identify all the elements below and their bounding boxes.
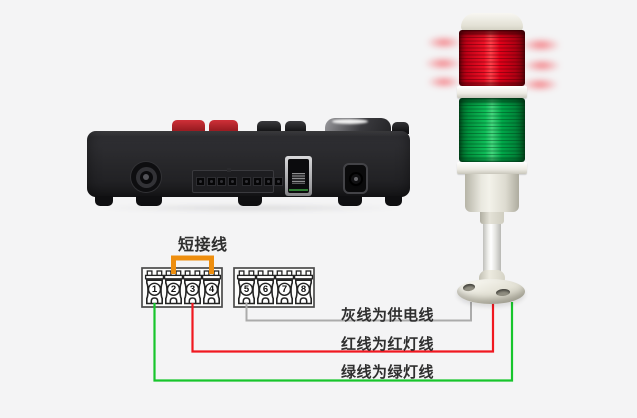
dc-jack-center-pin (353, 176, 358, 181)
terminal-number: 3 (190, 284, 195, 295)
silver-dial (325, 118, 391, 134)
rubber-foot (95, 196, 113, 206)
socket-notch (227, 168, 231, 172)
tower-top-cap (461, 13, 523, 31)
mounting-pole (483, 224, 501, 272)
black-knob (285, 121, 306, 134)
jack-center-pin (143, 174, 149, 180)
terminal-4 (201, 270, 222, 305)
terminal-3 (182, 270, 203, 305)
terminal-block-1: 1 2 3 4 (141, 267, 223, 308)
green-light-segment (459, 98, 525, 162)
terminal-number: 4 (209, 284, 215, 295)
terminal-block-frame (233, 267, 315, 308)
red-glow (523, 59, 561, 72)
terminal-number: 6 (263, 284, 268, 295)
separator-ring (457, 86, 527, 98)
device-rear-panel (87, 131, 410, 197)
red-glow (424, 57, 462, 70)
terminal-number: 7 (282, 284, 287, 295)
terminal-number: 8 (301, 284, 306, 295)
terminal-6 (255, 270, 276, 305)
red-glow (427, 76, 461, 88)
socket-pin (263, 177, 273, 186)
terminal-socket-port (192, 168, 284, 193)
device-shadow (95, 204, 405, 212)
socket-pin (242, 177, 252, 186)
socket-pin (227, 177, 237, 186)
rubber-foot (338, 196, 362, 206)
terminal-number: 2 (171, 284, 176, 295)
gray-wire-label: 灰线为供电线 (341, 307, 435, 324)
audio-jack-port (131, 162, 161, 192)
controller-device (87, 118, 410, 212)
black-knob (257, 121, 281, 134)
dial-highlight (332, 119, 368, 124)
tower-neck (480, 212, 504, 224)
socket-pin (196, 177, 205, 186)
red-glow (521, 78, 559, 91)
red-knob (172, 120, 205, 134)
terminal-block-frame (141, 267, 223, 308)
rj11-pcb-edge (289, 189, 308, 191)
socket-pin (206, 177, 216, 186)
red-glow (426, 36, 462, 49)
terminal-1 (144, 270, 165, 305)
red-wire-label: 红线为红灯线 (341, 336, 435, 353)
terminal-8 (293, 270, 314, 305)
socket-pin (274, 177, 284, 186)
terminal-number: 1 (152, 284, 158, 295)
rubber-foot (385, 196, 402, 206)
rj11-port (285, 156, 312, 196)
terminal-7 (274, 270, 295, 305)
socket-pin (252, 177, 262, 186)
separator-ring (457, 162, 527, 174)
rubber-foot (238, 196, 262, 206)
dc-power-jack (343, 163, 368, 194)
green-wire-label: 绿线为绿灯线 (341, 364, 435, 381)
jumper-wire-label: 短接线 (178, 237, 228, 254)
red-glow (521, 38, 561, 52)
jumper-wire (171, 255, 214, 274)
mounting-base-flange (457, 279, 525, 304)
tower-base-body (465, 174, 519, 212)
terminal-2 (163, 270, 184, 305)
rubber-foot (136, 196, 162, 206)
socket-pin (217, 177, 227, 186)
red-knob (209, 120, 238, 134)
terminal-number: 5 (244, 284, 250, 295)
terminal-block-2: 5 6 7 8 (233, 267, 315, 308)
rj11-pins (292, 173, 305, 184)
green-lamp-wire (153, 302, 514, 382)
red-light-segment (459, 30, 525, 86)
terminal-5 (236, 270, 257, 305)
